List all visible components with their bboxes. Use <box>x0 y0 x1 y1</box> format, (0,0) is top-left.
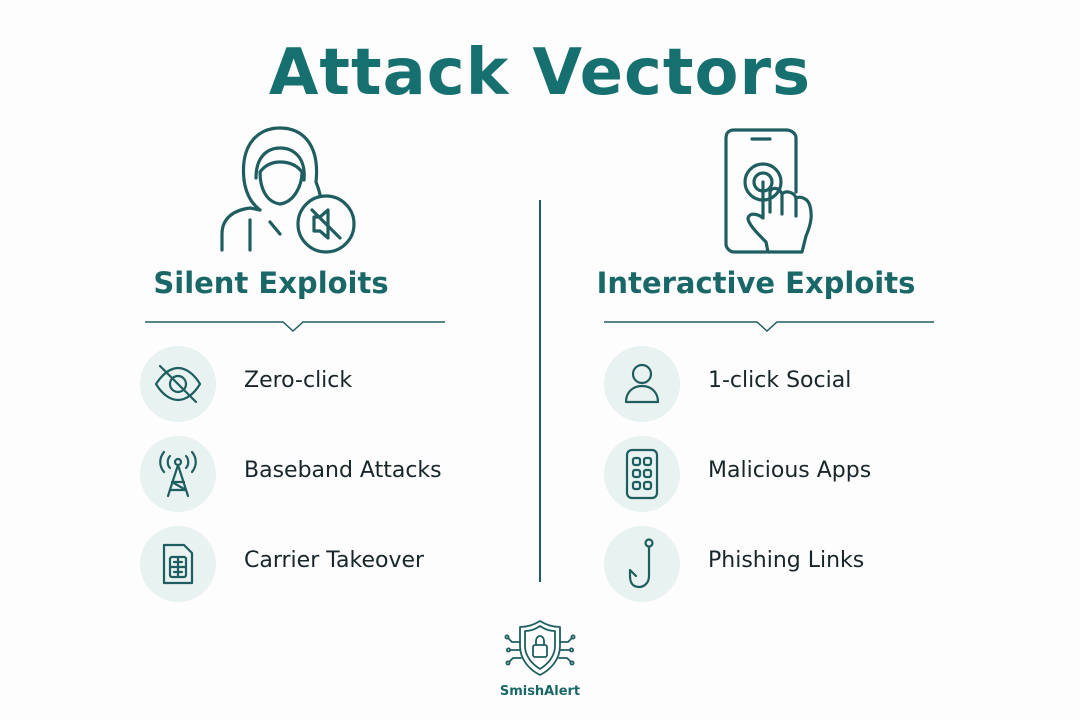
item-icon-circle <box>140 526 216 602</box>
list-item: Carrier Takeover <box>140 526 450 602</box>
section-separator <box>604 321 934 333</box>
item-icon-circle <box>140 436 216 512</box>
fish-hook-icon <box>628 538 654 589</box>
brand-name: SmishAlert <box>499 684 581 699</box>
eye-slash-icon <box>154 364 202 404</box>
list-item: Zero-click <box>140 346 450 422</box>
column-divider <box>539 200 541 582</box>
item-label-1-click-social: 1-click Social <box>708 368 852 393</box>
item-label-zero-click: Zero-click <box>244 368 353 393</box>
section-separator <box>145 321 445 333</box>
user-icon <box>624 363 660 404</box>
item-label-malicious-apps: Malicious Apps <box>708 458 872 483</box>
item-icon-circle <box>604 346 680 422</box>
item-icon-circle <box>604 436 680 512</box>
shield-lock-icon <box>504 620 576 676</box>
item-icon-circle <box>140 346 216 422</box>
list-item: Baseband Attacks <box>140 436 450 512</box>
item-label-phishing-links: Phishing Links <box>708 548 865 573</box>
phone-tap-icon <box>724 128 813 254</box>
item-label-carrier-takeover: Carrier Takeover <box>244 548 425 573</box>
page-title: Attack Vectors <box>268 36 812 110</box>
item-icon-circle <box>604 526 680 602</box>
hooded-hacker-muted-icon <box>220 126 356 254</box>
radio-tower-icon <box>159 450 197 498</box>
brand-logo: SmishAlert <box>490 618 590 699</box>
list-item: Phishing Links <box>604 526 934 602</box>
app-grid-icon <box>625 448 659 500</box>
interactive-exploits-heading: Interactive Exploits <box>596 266 916 300</box>
list-item: 1-click Social <box>604 346 934 422</box>
sim-card-icon <box>162 543 194 585</box>
list-item: Malicious Apps <box>604 436 934 512</box>
item-label-baseband-attacks: Baseband Attacks <box>244 458 442 483</box>
silent-exploits-heading: Silent Exploits <box>153 266 389 300</box>
